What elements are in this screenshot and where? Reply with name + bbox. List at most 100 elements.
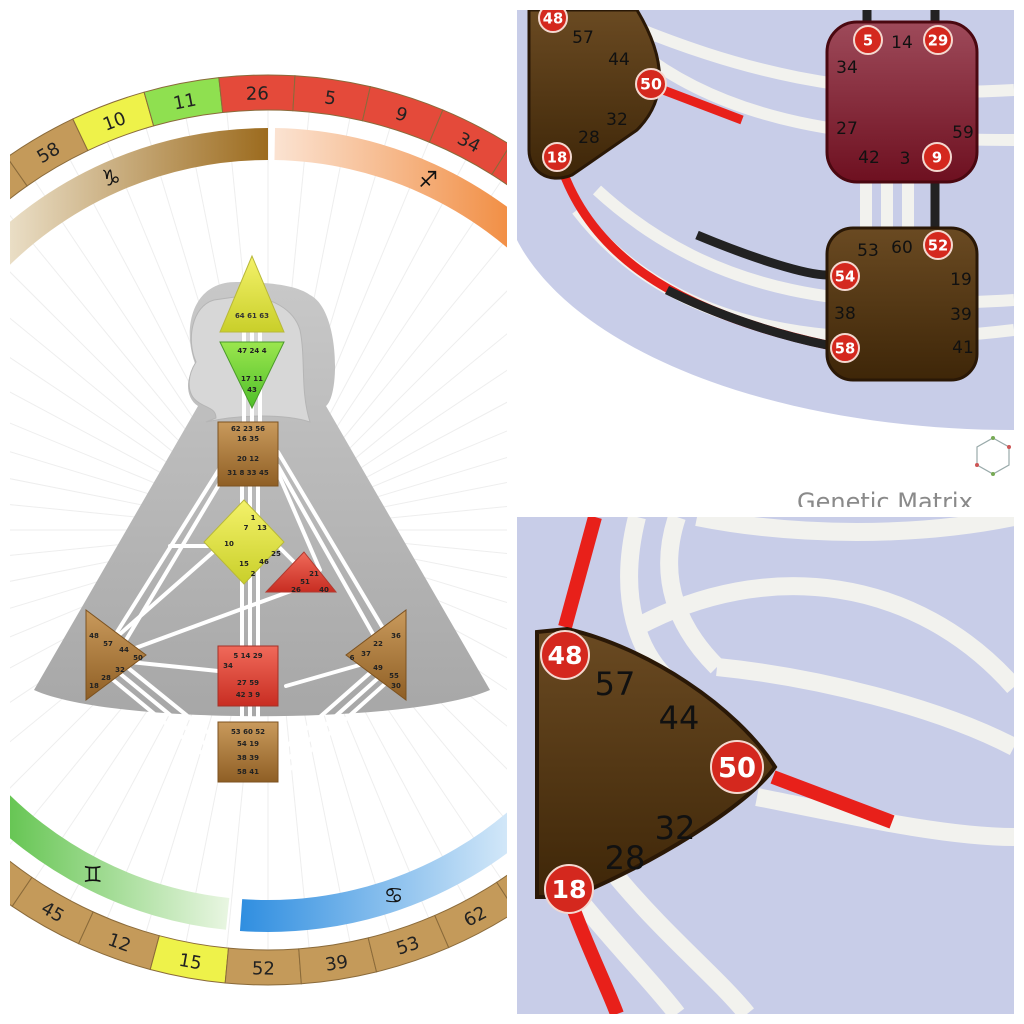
gate-badge-label: 52 — [928, 237, 948, 254]
g-gate: 2 — [251, 570, 256, 578]
zodiac-band — [239, 812, 507, 932]
spleen-gate: 48 — [89, 632, 99, 640]
ring-gate-cell — [11, 876, 94, 945]
mandala-bodygraph-panel: 60615438581011265934144♑♐ 82016354512155… — [10, 10, 507, 1014]
center-sacral: 5 14 29 34 27 59 42 3 9 — [217, 645, 279, 707]
gate-badge — [923, 25, 953, 55]
g-gate: 13 — [257, 524, 267, 532]
gate-badge-label: 48 — [547, 641, 582, 670]
spleen-gate: 57 — [103, 640, 113, 648]
gemini-icon: ♊ — [83, 863, 103, 888]
spleen-gate: 32 — [115, 666, 125, 674]
ring-gate-label: 26 — [246, 83, 269, 105]
g-gate: 46 — [259, 558, 269, 566]
zodiac-band — [10, 128, 268, 265]
svg-text:27 59: 27 59 — [237, 679, 259, 687]
gate-badge-label: 18 — [551, 875, 586, 904]
ring-gate-label: 5 — [323, 87, 337, 109]
g-gate: 1 — [251, 514, 256, 522]
zodiac-band — [10, 795, 230, 930]
gate-badge — [710, 740, 764, 794]
gate-badge-label: 48 — [543, 10, 563, 27]
ring-gate-label: 11 — [172, 90, 198, 115]
svg-text:54 19: 54 19 — [237, 740, 259, 748]
gate-number: 38 — [834, 304, 856, 324]
solar-plexus-gate: 22 — [373, 640, 383, 648]
svg-text:17 11: 17 11 — [241, 375, 263, 383]
svg-text:38 39: 38 39 — [237, 754, 259, 762]
gate-number: 32 — [655, 809, 696, 847]
ring-gate-cell — [491, 149, 507, 186]
gate-number: 44 — [608, 50, 630, 70]
solar-plexus-gate: 6 — [350, 654, 355, 662]
solar-plexus-gate: 37 — [361, 650, 371, 658]
svg-text:16 35: 16 35 — [237, 435, 259, 443]
gate-number: 44 — [659, 699, 700, 737]
gate-badge — [830, 333, 860, 363]
svg-text:47 24 4: 47 24 4 — [237, 347, 266, 355]
cancer-icon: ♋ — [384, 884, 404, 909]
svg-text:31 8 33 45: 31 8 33 45 — [227, 469, 269, 477]
center-head: 64 61 63 — [219, 254, 285, 333]
ego-gate: 40 — [319, 586, 329, 594]
gate-badge — [853, 25, 883, 55]
ring-bottom: 8201635451215523953625631♊♋ — [10, 795, 507, 986]
gate-number: 53 — [857, 241, 879, 261]
solar-plexus-gate: 36 — [391, 632, 401, 640]
genetic-matrix-logo-icon — [975, 436, 1011, 476]
gate-number: 28 — [605, 839, 646, 877]
ring-gate-label: 52 — [252, 958, 275, 979]
ego-gate: 26 — [291, 586, 301, 594]
center-throat: 62 23 56 16 35 20 12 31 8 33 45 — [217, 421, 279, 487]
svg-text:34: 34 — [223, 662, 233, 670]
gate-number: 57 — [595, 665, 636, 703]
gate-number: 39 — [950, 305, 972, 325]
ring-gate-cell — [10, 860, 33, 908]
gate-badge-label: 50 — [640, 75, 662, 94]
center-ajna: 47 24 4 17 11 43 — [219, 341, 285, 410]
center-root: 53 60 52 54 19 38 39 58 41 — [217, 721, 279, 783]
gate-number: 28 — [578, 128, 600, 148]
spleen-gate: 28 — [101, 674, 111, 682]
spleen-gate: 44 — [119, 646, 129, 654]
g-gate: 15 — [239, 560, 249, 568]
gate-badge — [544, 864, 594, 914]
ring-gate-cell — [367, 914, 450, 973]
svg-text:42 3 9: 42 3 9 — [236, 691, 260, 699]
capricorn-icon: ♑ — [101, 166, 121, 191]
spleen-gate: 50 — [133, 654, 143, 662]
ring-top: 60615438581011265934144♑♐ — [10, 74, 507, 265]
svg-text:20 12: 20 12 — [237, 455, 259, 463]
gate-number: 32 — [606, 110, 628, 130]
gate-number: 3 — [900, 149, 911, 169]
g-gate: 7 — [244, 524, 249, 532]
gate-number: 59 — [952, 123, 974, 143]
solar-plexus-gate: 30 — [391, 682, 401, 690]
ring-gate-cell — [298, 937, 378, 985]
ring-gate-cell — [224, 947, 302, 986]
zodiac-band — [274, 128, 507, 248]
gate-badge-label: 29 — [928, 32, 948, 49]
ring-gate-cell — [434, 881, 507, 949]
gate-number: 19 — [950, 270, 972, 290]
gate-number: 41 — [952, 338, 974, 358]
svg-text:53 60 52: 53 60 52 — [231, 728, 265, 736]
ring-gate-cell — [77, 911, 160, 971]
gate-number: 14 — [891, 33, 913, 53]
ego-gate: 51 — [300, 578, 310, 586]
ring-gate-cell — [496, 874, 507, 899]
svg-text:64 61 63: 64 61 63 — [235, 312, 269, 320]
g-gate: 10 — [224, 540, 234, 548]
gate-number: 34 — [836, 58, 858, 78]
gate-badge — [923, 230, 953, 260]
gate-number: 27 — [836, 119, 858, 139]
svg-text:5 14 29: 5 14 29 — [233, 652, 262, 660]
